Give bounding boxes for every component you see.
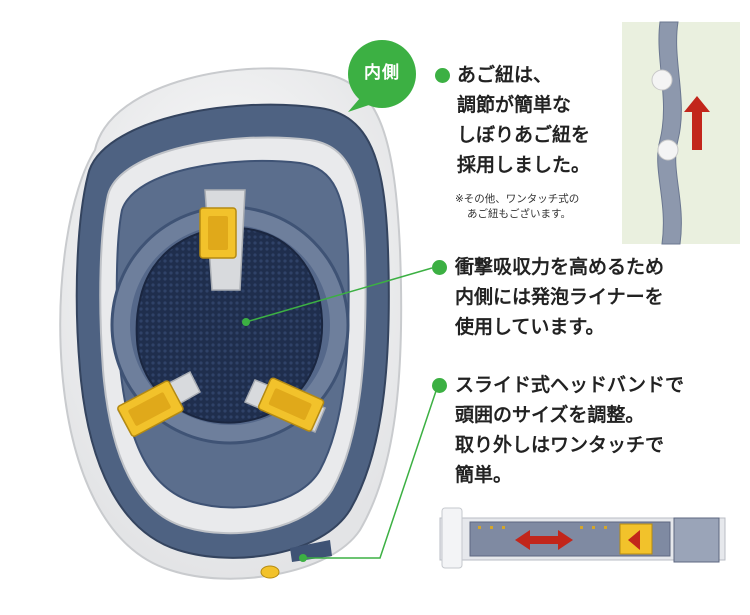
yellow-pad-bottom (260, 565, 280, 579)
feature-1-line-4: 採用しました。 (457, 154, 591, 176)
feature-3-line-3: 取り外しはワンタッチで (455, 434, 665, 456)
feature-1-note-line-1: ※その他、ワンタッチ式の (455, 193, 580, 205)
feature-3-line-4: 簡単。 (455, 464, 513, 486)
chin-strap-photo (622, 21, 740, 245)
feature-1-line-1: あご紐は、 (457, 64, 553, 86)
feature-1-line-2: 調節が簡単な (457, 94, 572, 116)
feature-3-line-2: 頭囲のサイズを調整。 (455, 404, 645, 426)
feature-1-text: あご紐は、 調節が簡単な しぼりあご紐を 採用しました。 (457, 60, 590, 180)
feature-2-line-1: 衝撃吸収力を高めるため (455, 256, 665, 278)
headband-photo (436, 504, 736, 574)
feature-2-text: 衝撃吸収力を高めるため 内側には発泡ライナーを 使用しています。 (455, 252, 664, 342)
feature-2-line-3: 使用しています。 (455, 316, 605, 338)
feature-1-note-line-2: あご紐もございます。 (467, 208, 571, 220)
feature-1-line-3: しぼりあご紐を (457, 124, 591, 146)
feature-1-note: ※その他、ワンタッチ式の あご紐もございます。 (455, 192, 579, 222)
feature-3-bullet (432, 378, 447, 393)
callout-lines (245, 267, 439, 559)
feature-3-text: スライド式ヘッドバンドで 頭囲のサイズを調整。 取り外しはワンタッチで 簡単。 (455, 370, 684, 490)
feature-2-bullet (432, 260, 447, 275)
feature-3-line-1: スライド式ヘッドバンドで (455, 374, 684, 396)
badge-label: 内側 (364, 63, 400, 83)
feature-1-bullet (435, 68, 450, 83)
feature-2-line-2: 内側には発泡ライナーを (455, 286, 664, 308)
